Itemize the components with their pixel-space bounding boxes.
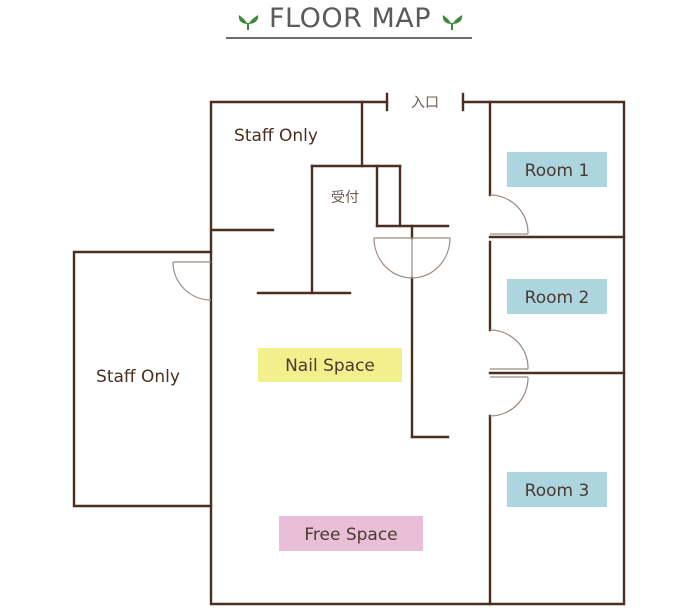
free-space-box <box>279 516 423 551</box>
sprout-icon <box>442 15 463 30</box>
nail-space-label: Nail Space <box>285 356 375 376</box>
page-title: FLOOR MAP <box>268 3 431 34</box>
staff-only-left-label: Staff Only <box>96 367 180 387</box>
room-3-label: Room 3 <box>525 481 590 501</box>
header: FLOOR MAP <box>0 0 700 44</box>
nail-space-box <box>258 348 402 382</box>
room-3-box <box>507 472 607 507</box>
room-1-box <box>507 152 607 187</box>
title-underline <box>226 37 472 39</box>
reception-label: 受付 <box>331 190 359 206</box>
room-1-label: Room 1 <box>525 161 590 181</box>
entrance-label: 入口 <box>411 95 439 111</box>
sprout-icon <box>238 15 259 30</box>
room-2-label: Room 2 <box>525 288 590 308</box>
walls <box>72 92 626 606</box>
doors <box>172 194 529 417</box>
room-2-box <box>507 279 607 314</box>
staff-only-top-label: Staff Only <box>234 126 318 146</box>
free-space-label: Free Space <box>304 525 397 545</box>
